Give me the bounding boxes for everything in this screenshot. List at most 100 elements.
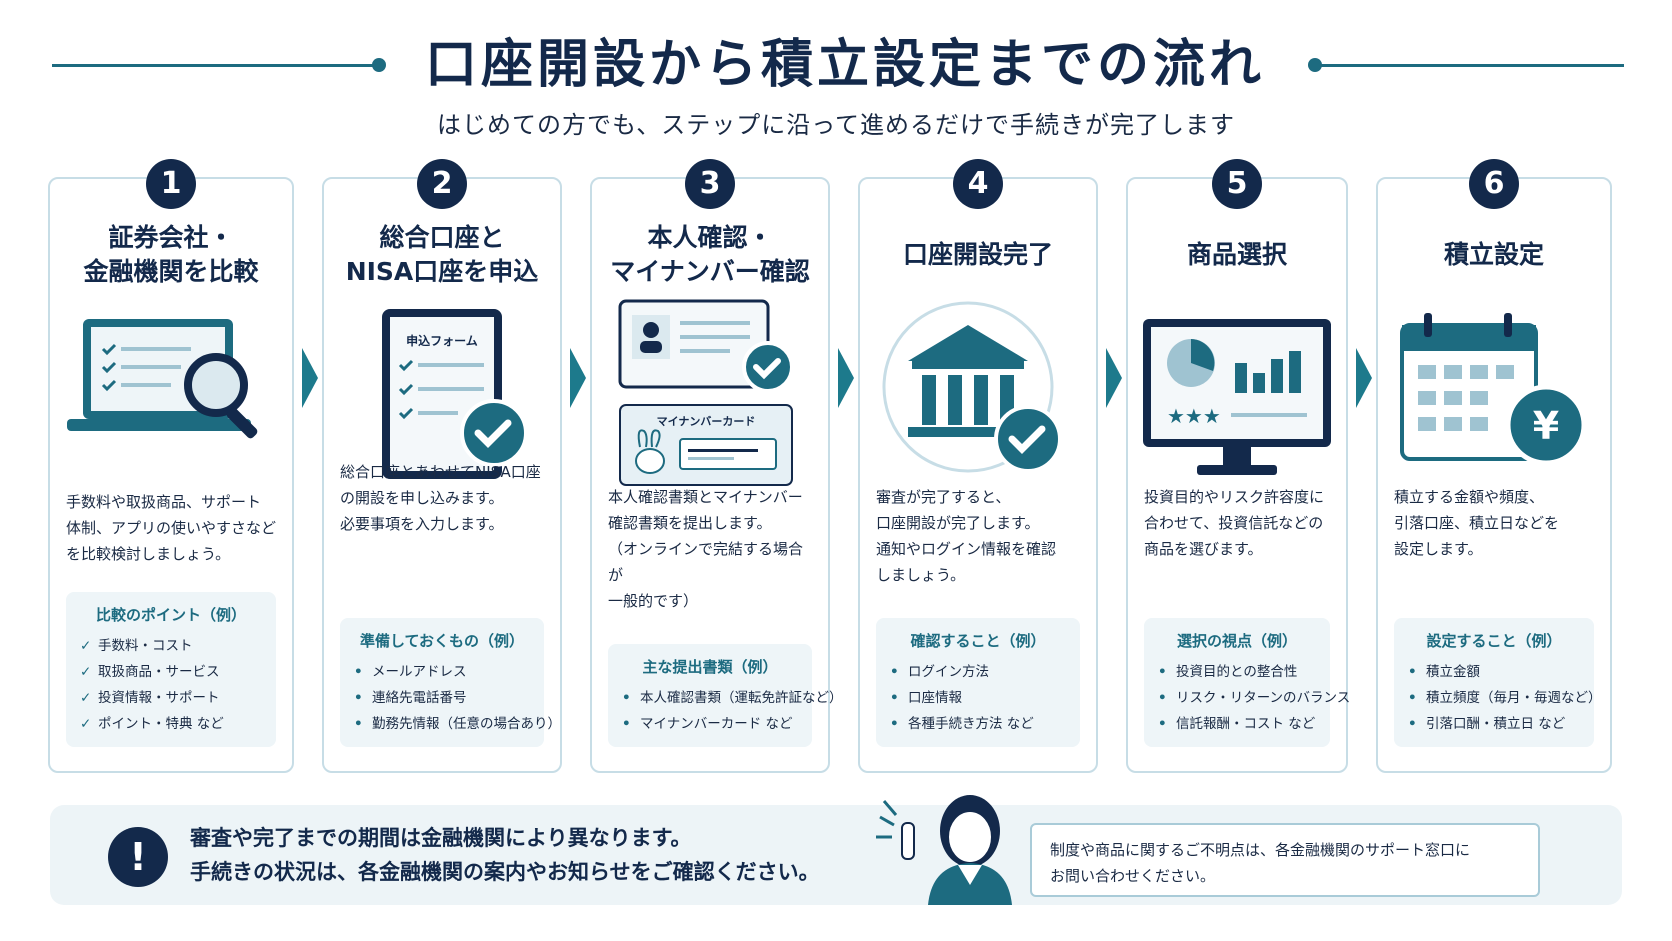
points-title: 確認すること（例） (910, 632, 1046, 650)
step-title: 商品選択 (1186, 240, 1287, 269)
header: 口座開設から積立設定までの流れ (0, 30, 1672, 100)
bullet-icon: • (890, 716, 899, 732)
arrow-right-icon (1356, 348, 1372, 408)
step-card-5: 5 商品選択 ★★★ 投資目的やリスク許容度に 合わせて、投資信託などの 商品を… (1126, 159, 1350, 773)
bullet-icon: • (622, 690, 631, 706)
step-card-4: 4 口座開設完了 審査が完了すると、 口座開設が完了します。 通知やログイン情報… (858, 159, 1098, 773)
notice-line-1: 審査や完了までの期間は金融機関により異なります。 (190, 826, 692, 850)
step-description: 本人確認書類とマイナンバー 確認書類を提出します。 （オンラインで完結する場合が… (608, 488, 804, 610)
step-description: 積立する金額や頻度、 引落口座、積立日などを 設定します。 (1394, 488, 1560, 558)
list-item: •勤務先情報（任意の場合あり） (354, 711, 561, 737)
notice-bar: ! 審査や完了までの期間は金融機関により異なります。 手続きの状況は、各金融機関… (50, 795, 1622, 905)
step-points-panel: 選択の視点（例） •投資目的との整合性 •リスク・リターンのバランス •信託報酬… (1144, 618, 1350, 747)
exclamation-icon: ! (108, 827, 168, 887)
person-pointing-icon (870, 787, 1050, 905)
svg-text:¥: ¥ (1533, 404, 1559, 448)
bullet-icon: • (890, 664, 899, 680)
svg-text:★★★: ★★★ (1167, 404, 1221, 428)
check-icon: ✓ (80, 638, 92, 654)
page-subtitle: はじめての方でも、ステップに沿って進めるだけで手続きが完了します (436, 111, 1236, 139)
check-icon: ✓ (80, 664, 92, 680)
list-item: •各種手続き方法 など (890, 711, 1066, 737)
bullet-icon: • (1408, 690, 1417, 706)
title-dot-right (1308, 58, 1322, 72)
bullet-icon: • (1408, 664, 1417, 680)
page-title: 口座開設から積立設定までの流れ (424, 35, 1265, 95)
step-points-panel: 設定すること（例） •積立金額 •積立頻度（毎月・毎週など） •引落口酬・積立日… (1394, 618, 1602, 747)
step-points-panel: 確認すること（例） •ログイン方法 •口座情報 •各種手続き方法 など (876, 618, 1080, 747)
form-label: 申込フォーム (406, 333, 478, 348)
help-line-1: 制度や商品に関するご不明点は、各金融機関のサポート窓口に (1050, 841, 1471, 859)
list-item: •投資目的との整合性 (1158, 659, 1316, 685)
title-divider-right (1316, 64, 1624, 67)
step-description: 審査が完了すると、 口座開設が完了します。 通知やログイン情報を確認 しましょう… (876, 488, 1057, 584)
step-title: 証券会社・ 金融機関を比較 (83, 223, 259, 286)
bullet-icon: • (1158, 716, 1167, 732)
step-points-panel: 準備しておくもの（例） •メールアドレス •連絡先電話番号 •勤務先情報（任意の… (340, 618, 561, 747)
notice-text: 審査や完了までの期間は金融機関により異なります。 手続きの状況は、各金融機関の案… (190, 821, 850, 889)
step-title: 積立設定 (1443, 240, 1544, 269)
points-title: 主な提出書類（例） (642, 658, 778, 676)
list-item: •リスク・リターンのバランス (1158, 685, 1350, 711)
bullet-icon: • (354, 664, 363, 680)
step-number: 1 (146, 159, 196, 209)
bullet-icon: • (354, 716, 363, 732)
title-divider-left (52, 64, 378, 67)
bullet-icon: • (354, 690, 363, 706)
card-label: マイナンバーカード (657, 415, 756, 428)
check-icon: ✓ (80, 716, 92, 732)
step-title: 本人確認・ マイナンバー確認 (610, 223, 810, 286)
list-item: •引落口酬・積立日 など (1408, 711, 1580, 737)
list-item: ✓ポイント・特典 など (80, 711, 262, 737)
list-item: •メールアドレス (354, 659, 530, 685)
list-item: •連絡先電話番号 (354, 685, 530, 711)
notice-line-2: 手続きの状況は、各金融機関の案内やお知らせをご確認ください。 (190, 860, 820, 884)
step-points-panel: 比較のポイント（例） ✓手数料・コスト ✓取扱商品・サービス ✓投資情報・サポー… (66, 592, 276, 747)
step-number: 4 (953, 159, 1003, 209)
list-item: •信託報酬・コスト など (1158, 711, 1316, 737)
list-item: •積立頻度（毎月・毎週など） (1408, 685, 1602, 711)
list-item: •口座情報 (890, 685, 1066, 711)
id-card-icon: マイナンバーカード (600, 297, 820, 487)
bullet-icon: • (622, 716, 631, 732)
arrow-right-icon (570, 348, 586, 408)
list-item: •マイナンバーカード など (622, 711, 798, 737)
list-item: •積立金額 (1408, 659, 1580, 685)
application-form-icon: 申込フォーム (332, 299, 552, 489)
step-number: 3 (685, 159, 735, 209)
step-number: 5 (1212, 159, 1262, 209)
step-title: 総合口座と NISA口座を申込 (345, 223, 539, 286)
list-item: •ログイン方法 (890, 659, 1066, 685)
title-dot-left (372, 58, 386, 72)
arrow-right-icon (302, 348, 318, 408)
step-number: 2 (417, 159, 467, 209)
arrow-right-icon (1106, 348, 1122, 408)
list-item: ✓投資情報・サポート (80, 685, 262, 711)
step-number: 6 (1469, 159, 1519, 209)
help-line-2: お問い合わせください。 (1050, 867, 1216, 885)
calendar-yen-icon: ¥ (1384, 299, 1604, 489)
bullet-icon: • (1158, 690, 1167, 706)
bank-check-icon (868, 299, 1088, 489)
points-title: 比較のポイント（例） (95, 606, 246, 624)
step-description: 投資目的やリスク許容度に 合わせて、投資信託などの 商品を選びます。 (1144, 488, 1325, 558)
step-description: 総合口座とあわせてNISA口座 の開設を申し込みます。 必要事項を入力します。 (340, 463, 541, 533)
bullet-icon: • (890, 690, 899, 706)
bullet-icon: • (1158, 664, 1167, 680)
step-title: 口座開設完了 (902, 240, 1053, 269)
arrow-right-icon (838, 348, 854, 408)
help-box: 制度や商品に関するご不明点は、各金融機関のサポート窓口に お問い合わせください。 (1030, 823, 1540, 897)
laptop-magnifier-icon (61, 299, 281, 489)
monitor-chart-icon: ★★★ (1127, 299, 1347, 489)
step-description: 手数料や取扱商品、サポート 体制、アプリの使いやすさなど を比較検討しましょう。 (66, 493, 277, 563)
step-card-3: 3 本人確認・ マイナンバー確認 マイナンバーカード 本人確認書類とマイナンバー… (590, 159, 843, 773)
list-item: •本人確認書類（運転免許証など） (622, 685, 843, 711)
step-card-6: 6 積立設定 ¥ 積立する金額や頻度、 引落口座、積立日などを 設定します。 設… (1376, 159, 1612, 773)
points-title: 設定すること（例） (1426, 632, 1562, 650)
bullet-icon: • (1408, 716, 1417, 732)
list-item: ✓手数料・コスト (80, 633, 262, 659)
step-card-1: 1 証券会社・ 金融機関を比較 手数料や取扱商品、サポート 体制、アプリの使いや… (48, 159, 294, 773)
list-item: ✓取扱商品・サービス (80, 659, 262, 685)
points-title: 選択の視点（例） (1176, 632, 1297, 650)
check-icon: ✓ (80, 690, 92, 706)
